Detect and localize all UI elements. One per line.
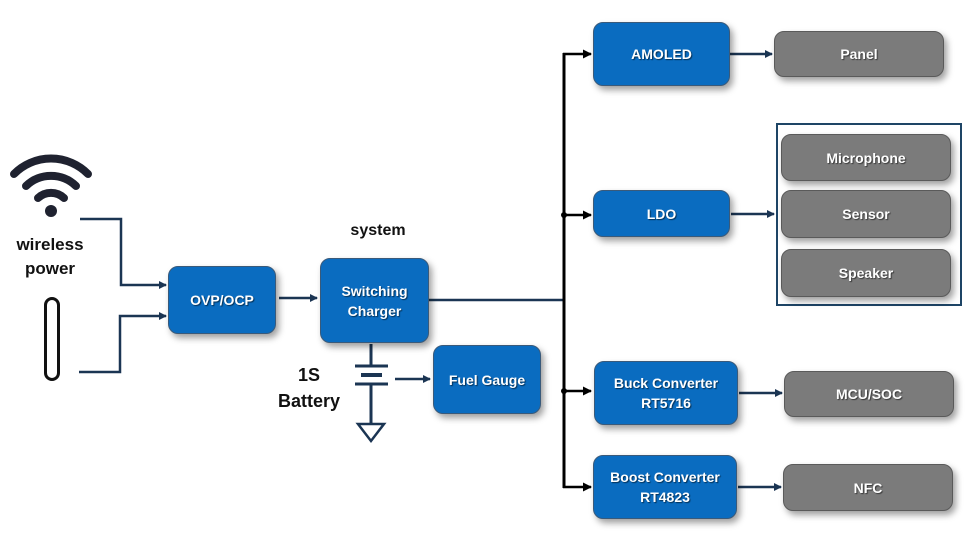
sensor-load[interactable]: Sensor (781, 190, 951, 238)
microphone-load[interactable]: Microphone (781, 134, 951, 181)
buck-label-line2: RT5716 (641, 395, 691, 411)
ovp-ocp-label: OVP/OCP (190, 292, 254, 308)
wire-wifi-to-ovp (80, 217, 167, 289)
system-label: system (350, 222, 406, 239)
fuel-gauge-block[interactable]: Fuel Gauge (433, 345, 541, 414)
ldo-label: LDO (646, 205, 677, 222)
nfc-label: NFC (853, 479, 883, 496)
wireless-power-label: wireless power (6, 233, 94, 281)
speaker-label: Speaker (838, 265, 894, 281)
charging-coil-icon (44, 297, 60, 381)
switching-charger-block[interactable]: Switching Charger (320, 258, 429, 343)
wire-coil-to-ovp (79, 312, 167, 374)
ground-icon (355, 422, 387, 444)
bus-junction-buck (561, 388, 567, 394)
wireless-label-line2: power (24, 259, 76, 278)
ldo-block[interactable]: LDO (593, 190, 730, 237)
microphone-label: Microphone (826, 149, 906, 166)
bus-junction-ldo (561, 212, 567, 218)
sensor-label: Sensor (842, 206, 890, 222)
battery-label-line1: 1S (297, 365, 321, 385)
fuel-gauge-label: Fuel Gauge (448, 371, 526, 388)
switching-charger-label: Switching Charger (341, 281, 407, 321)
panel-load[interactable]: Panel (774, 31, 944, 77)
boost-label-line2: RT4823 (640, 489, 690, 505)
nfc-load[interactable]: NFC (783, 464, 953, 511)
buck-converter-label: Buck Converter RT5716 (614, 373, 718, 413)
mcu-soc-label: MCU/SOC (835, 386, 903, 402)
amoled-block[interactable]: AMOLED (593, 22, 730, 86)
charger-label-line2: Charger (347, 302, 402, 319)
amoled-label: AMOLED (631, 46, 692, 62)
ldo-load-group (776, 123, 962, 306)
buck-converter-block[interactable]: Buck Converter RT5716 (594, 361, 738, 425)
buck-label-line1: Buck Converter (613, 375, 719, 391)
battery-label: 1S Battery (266, 362, 352, 414)
ovp-ocp-block[interactable]: OVP/OCP (168, 266, 276, 334)
battery-label-line2: Battery (277, 391, 341, 411)
wireless-signal-icon (10, 154, 92, 217)
boost-converter-label: Boost Converter RT4823 (610, 467, 720, 507)
speaker-load[interactable]: Speaker (781, 249, 951, 297)
panel-label: Panel (840, 46, 878, 62)
boost-label-line1: Boost Converter (610, 469, 720, 485)
boost-converter-block[interactable]: Boost Converter RT4823 (593, 455, 737, 519)
mcu-soc-load[interactable]: MCU/SOC (784, 371, 954, 417)
charger-label-line1: Switching (341, 282, 408, 299)
wireless-label-line1: wireless (16, 235, 84, 254)
